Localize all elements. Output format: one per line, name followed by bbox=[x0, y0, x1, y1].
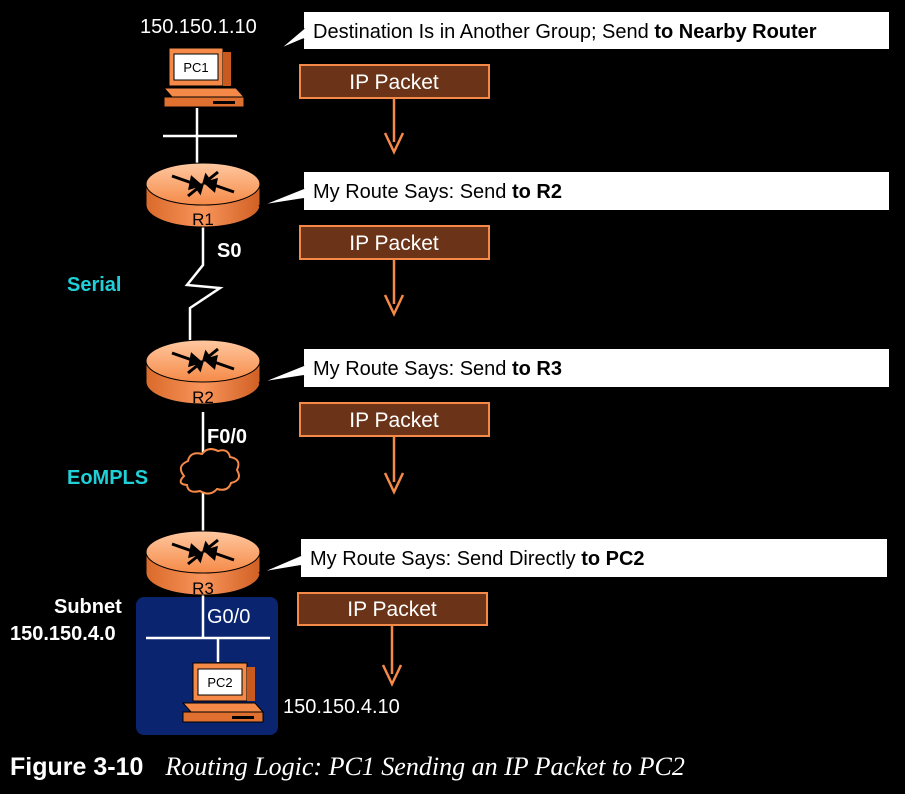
svg-text:My Route Says: Send Directly t: My Route Says: Send Directly to PC2 bbox=[310, 548, 645, 570]
eompls-link-label: EoMPLS bbox=[67, 467, 148, 489]
callout-r2: My Route Says: Send to R3 bbox=[258, 347, 891, 389]
interface-f00-label: F0/0 bbox=[207, 426, 247, 448]
cloud-icon bbox=[179, 448, 240, 495]
callout-r3: My Route Says: Send Directly to PC2 bbox=[258, 537, 889, 579]
router-r1-icon: R1 bbox=[145, 162, 261, 229]
ip-packet-2-label: IP Packet bbox=[349, 232, 439, 255]
callout-r1-text: My Route Says: Send bbox=[313, 181, 512, 203]
router-r1-label: R1 bbox=[192, 210, 214, 229]
pc2-icon: PC2 bbox=[181, 662, 265, 723]
pc1-icon: PC1 bbox=[162, 47, 246, 108]
callout-r3-text: My Route Says: Send Directly bbox=[310, 548, 581, 570]
serial-link-label: Serial bbox=[67, 274, 121, 296]
ip-packet-4: IP Packet bbox=[297, 592, 488, 687]
router-r3-icon: R3 bbox=[145, 530, 261, 598]
router-r2-icon: R2 bbox=[145, 339, 261, 407]
pc2-ip-address: 150.150.4.10 bbox=[283, 696, 400, 718]
callout-r1-bold: to R2 bbox=[512, 181, 562, 203]
pc1-label: PC1 bbox=[183, 60, 208, 75]
figure-caption: Figure 3-10 Routing Logic: PC1 Sending an… bbox=[10, 752, 900, 788]
figure-title: Routing Logic: PC1 Sending an IP Packet … bbox=[165, 752, 685, 781]
router-r2-label: R2 bbox=[192, 388, 214, 407]
ip-packet-4-label: IP Packet bbox=[347, 598, 437, 621]
callout-r2-bold: to R3 bbox=[512, 358, 562, 380]
ip-packet-3-label: IP Packet bbox=[349, 409, 439, 432]
ip-packet-1-label: IP Packet bbox=[349, 71, 439, 94]
interface-s0-label: S0 bbox=[217, 240, 241, 262]
callout-r1: My Route Says: Send to R2 bbox=[258, 170, 891, 212]
serial-link bbox=[184, 215, 224, 345]
ip-packet-1: IP Packet bbox=[299, 64, 490, 155]
ip-packet-2: IP Packet bbox=[299, 225, 490, 317]
pc2-label: PC2 bbox=[207, 675, 232, 690]
callout-pc1-text: Destination Is in Another Group; Send bbox=[313, 21, 654, 43]
svg-text:My Route Says: Send to R2: My Route Says: Send to R2 bbox=[313, 181, 562, 203]
callout-r2-text: My Route Says: Send bbox=[313, 358, 512, 380]
ip-packet-3: IP Packet bbox=[299, 402, 490, 495]
svg-text:My Route Says: Send to R3: My Route Says: Send to R3 bbox=[313, 358, 562, 380]
callout-pc1-bold: to Nearby Router bbox=[654, 21, 816, 43]
subnet-label: Subnet bbox=[54, 596, 122, 618]
callout-r3-bold: to PC2 bbox=[581, 548, 644, 570]
figure-number: Figure 3-10 bbox=[10, 753, 144, 781]
interface-g00-label: G0/0 bbox=[207, 606, 250, 628]
router-r3-label: R3 bbox=[192, 579, 214, 598]
callout-pc1: Destination Is in Another Group; Send to… bbox=[277, 10, 891, 51]
subnet-address: 150.150.4.0 bbox=[10, 623, 116, 645]
pc1-ip-address: 150.150.1.10 bbox=[140, 16, 257, 38]
svg-text:Destination Is in Another Grou: Destination Is in Another Group; Send to… bbox=[313, 21, 817, 43]
